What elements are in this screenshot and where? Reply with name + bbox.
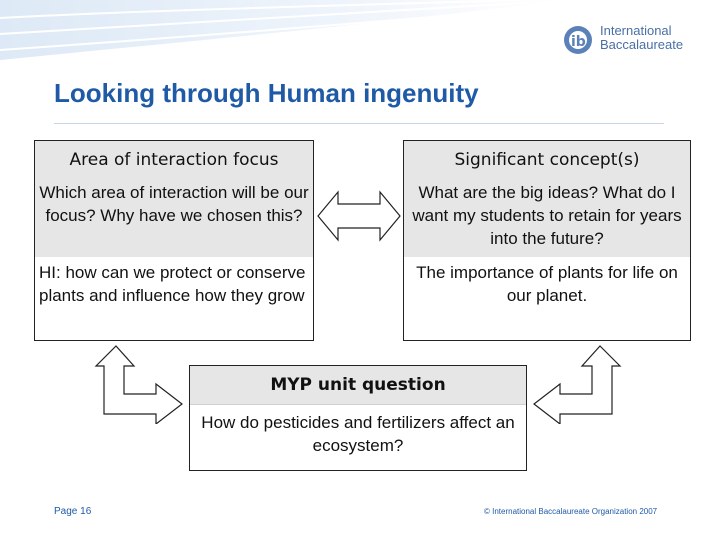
area-of-interaction-prompt: Which area of interaction will be our fo…	[34, 179, 314, 257]
logo-line-2: Baccalaureate	[600, 37, 684, 52]
right-bent-arrow-icon	[533, 345, 622, 424]
area-of-interaction-box: Area of interaction focus Which area of …	[34, 140, 314, 341]
area-of-interaction-heading: Area of interaction focus	[34, 140, 314, 179]
title-divider	[54, 123, 664, 124]
significant-concept-box: Significant concept(s) What are the big …	[403, 140, 691, 341]
ib-logo-icon: ib	[564, 26, 592, 54]
logo-text: International Baccalaureate	[600, 24, 683, 52]
double-arrow-icon	[317, 190, 401, 242]
left-bent-arrow-icon	[94, 345, 183, 424]
significant-concept-answer: The importance of plants for life on our…	[403, 257, 691, 341]
logo-line-1: International	[600, 23, 672, 38]
header-swoosh	[0, 0, 561, 60]
page-number: Page 16	[54, 506, 92, 517]
unit-question-box: MYP unit question How do pesticides and …	[189, 365, 527, 471]
unit-question-heading: MYP unit question	[190, 366, 526, 405]
svg-text:ib: ib	[571, 34, 586, 50]
area-of-interaction-answer: HI: how can we protect or conserve plant…	[34, 257, 314, 341]
page-title: Looking through Human ingenuity	[54, 78, 479, 108]
significant-concept-heading: Significant concept(s)	[403, 140, 691, 179]
copyright: © International Baccalaureate Organizati…	[484, 507, 658, 516]
unit-question-text: How do pesticides and fertilizers affect…	[201, 413, 515, 455]
significant-concept-prompt: What are the big ideas? What do I want m…	[403, 179, 691, 257]
